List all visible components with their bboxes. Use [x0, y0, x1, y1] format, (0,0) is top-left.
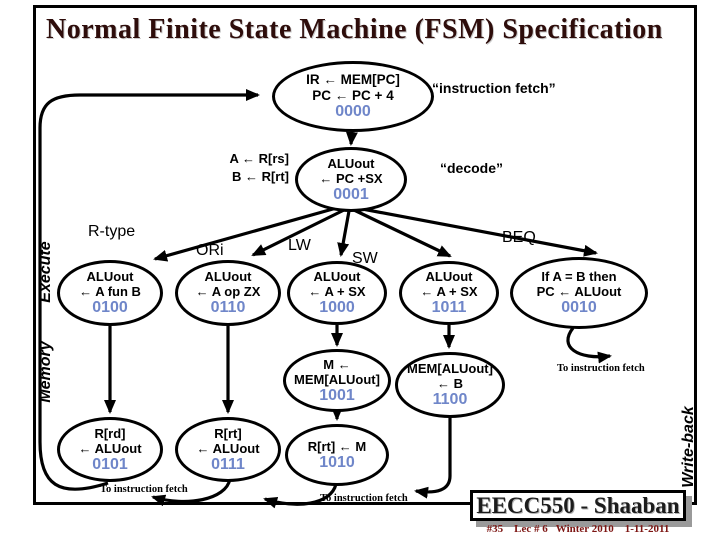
to-fetch-label: To instruction fetch	[100, 484, 188, 495]
state-lw-execute: ALUout ← A + SX 1000	[287, 261, 387, 325]
state-code: 0101	[92, 455, 128, 473]
state-decode: ALUout ← PC +SX 0001	[295, 147, 407, 212]
decode-label: “decode”	[440, 160, 504, 176]
state-instruction-fetch: IR ← MEM[PC] PC ← PC + 4 0000	[272, 61, 434, 132]
stage-label-memory: Memory	[37, 341, 54, 403]
page-title: Normal Finite State Machine (FSM) Specif…	[46, 14, 663, 45]
state-rtype-execute: ALUout ← A fun B 0100	[57, 260, 163, 326]
branch-label-ori: ORi	[196, 242, 224, 259]
state-ori-execute: ALUout ← A op ZX 0110	[175, 260, 281, 326]
branch-label-rtype: R-type	[88, 223, 136, 240]
state-code: 0110	[210, 299, 246, 317]
state-code: 0111	[211, 455, 245, 473]
state-rtype-writeback: R[rd] ← ALUout 0101	[57, 417, 163, 482]
state-code: 0100	[92, 299, 128, 317]
state-code: 1000	[319, 299, 355, 317]
stage-label-writeback: Write-back	[680, 406, 697, 488]
state-lw-writeback: R[rt] ← M 1010	[285, 424, 389, 486]
state-code: 1100	[432, 391, 468, 409]
state-code: 0001	[333, 185, 369, 203]
state-code: 1001	[319, 386, 355, 404]
course-footer-text: EECC550 - Shaaban	[476, 492, 680, 518]
state-beq-execute: If A = B then PC ← ALUout 0010	[510, 257, 648, 329]
stage-label-execute: Execute	[37, 241, 54, 303]
to-fetch-label: To instruction fetch	[320, 493, 408, 504]
state-ori-writeback: R[rt] ← ALUout 0111	[175, 417, 281, 482]
state-lw-memory: M ← MEM[ALUout] 1001	[283, 349, 391, 412]
to-fetch-label: To instruction fetch	[557, 363, 645, 374]
state-sw-execute: ALUout ← A + SX 1011	[399, 261, 499, 325]
state-code: 1010	[319, 453, 355, 471]
state-code: 1011	[431, 299, 467, 317]
lecture-meta: #35 Lec # 6 Winter 2010 1-11-2011	[486, 523, 670, 535]
course-footer-box: EECC550 - Shaaban	[470, 490, 686, 521]
state-sw-memory: MEM[ALUout] ← B 1100	[395, 352, 505, 418]
register-fetch-text: A ← R[rs] B ← R[rt]	[229, 151, 289, 184]
branch-label-sw: SW	[352, 250, 378, 267]
branch-label-lw: LW	[288, 237, 311, 254]
state-code: 0000	[335, 103, 371, 121]
branch-label-beq: BEQ	[502, 229, 536, 246]
state-code: 0010	[561, 299, 597, 317]
instruction-fetch-label: “instruction fetch”	[432, 80, 556, 96]
